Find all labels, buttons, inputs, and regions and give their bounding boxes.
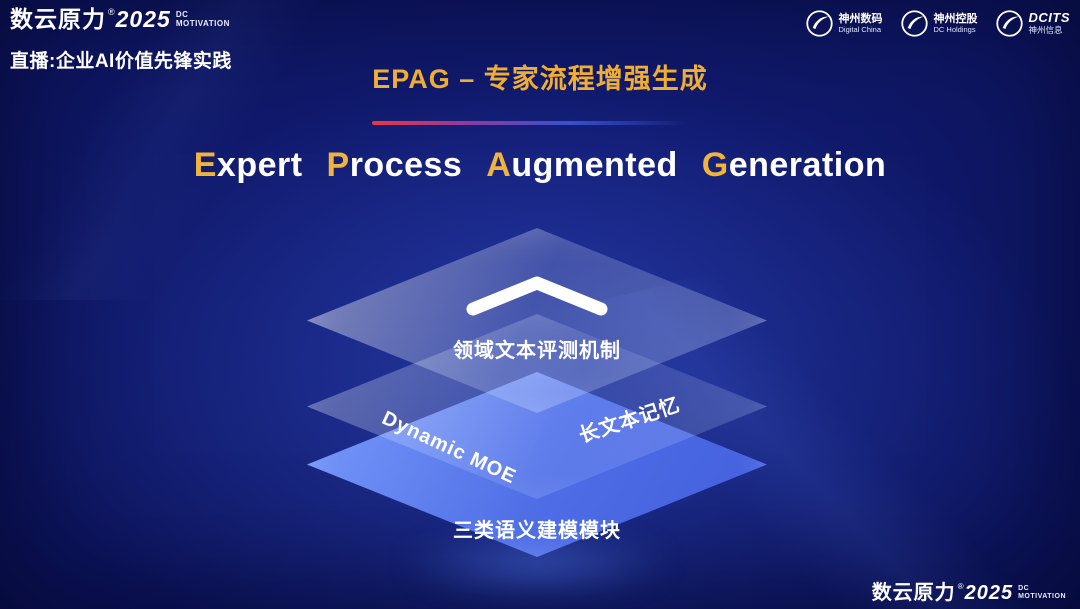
layer-bottom-label: 三类语义建模模块: [453, 520, 621, 542]
swoosh-circle-icon: [995, 10, 1023, 37]
brand-sub-line1: DC: [1018, 585, 1030, 592]
partner-text: 神州数码 Digital China: [839, 13, 883, 34]
partner-logo-dc-holdings: 神州控股 DC Holdings: [900, 9, 978, 38]
partner-name: DCITS: [1028, 10, 1070, 26]
partner-subname: DC Holdings: [933, 24, 976, 34]
brand-subtitle: DC MOTIVATION: [176, 10, 230, 28]
partner-subname: 神州信息: [1028, 25, 1063, 36]
partner-text: 神州控股 DC Holdings: [934, 13, 978, 34]
brand-year: 2025: [115, 6, 171, 32]
partner-logos: 神州数码 Digital China 神州控股 DC Holdings DCIT…: [805, 9, 1071, 38]
brand-subtitle: DC MOTIVATION: [1018, 585, 1066, 601]
heading-initial: P: [326, 146, 350, 184]
chevron-up-icon: [466, 276, 608, 316]
brand-sub-line1: DC: [175, 10, 189, 19]
swoosh-circle-icon: [900, 10, 928, 37]
partner-name: 神州控股: [933, 12, 978, 25]
heading-word: Generation: [702, 146, 887, 185]
heading-word-rest: ugmented: [511, 146, 678, 184]
brand-logo: 数云原力 ® 2025 DC MOTIVATION: [10, 8, 232, 31]
partner-logo-dcits: DCITS 神州信息: [995, 9, 1071, 38]
live-stream-label: 直播:企业AI价值先锋实践: [10, 51, 232, 72]
heading-word: Expert: [194, 146, 303, 185]
slide-title: EPAG – 专家流程增强生成: [372, 64, 708, 94]
partner-name: 神州数码: [838, 12, 883, 25]
main-heading: Expert Process Augmented Generation: [0, 146, 1080, 185]
header-left: 数云原力 ® 2025 DC MOTIVATION 直播:企业AI价值先锋实践: [10, 8, 232, 73]
heading-word-rest: rocess: [349, 146, 463, 184]
heading-word-rest: eneration: [728, 146, 887, 184]
brand-year: 2025: [964, 582, 1014, 604]
heading-word: Process: [327, 146, 463, 185]
heading-initial: A: [486, 146, 512, 184]
swoosh-circle-icon: [805, 10, 833, 37]
title-divider-gradient: [372, 121, 688, 125]
brand-name: 数云原力: [871, 582, 956, 604]
brand-registered-mark: ®: [957, 582, 964, 591]
heading-initial: G: [701, 146, 729, 184]
brand-sub-line2: MOTIVATION: [175, 19, 230, 29]
brand-sub-line2: MOTIVATION: [1018, 593, 1066, 601]
layer-stack-diagram: 领域文本评测机制 Dynamic MOE 长文本记忆 三类语义建模模块: [307, 228, 767, 598]
partner-logo-digital-china: 神州数码 Digital China: [805, 9, 883, 38]
partner-subname: Digital China: [838, 24, 882, 34]
heading-word-rest: xpert: [216, 146, 303, 184]
brand-logo-footer: 数云原力 ® 2025 DC MOTIVATION: [871, 582, 1066, 604]
brand-registered-mark: ®: [108, 7, 115, 17]
heading-initial: E: [193, 146, 217, 184]
heading-word: Augmented: [486, 146, 678, 185]
brand-name: 数云原力: [10, 6, 106, 32]
layer-top-label: 领域文本评测机制: [453, 340, 621, 362]
partner-text: DCITS 神州信息: [1028, 10, 1071, 36]
